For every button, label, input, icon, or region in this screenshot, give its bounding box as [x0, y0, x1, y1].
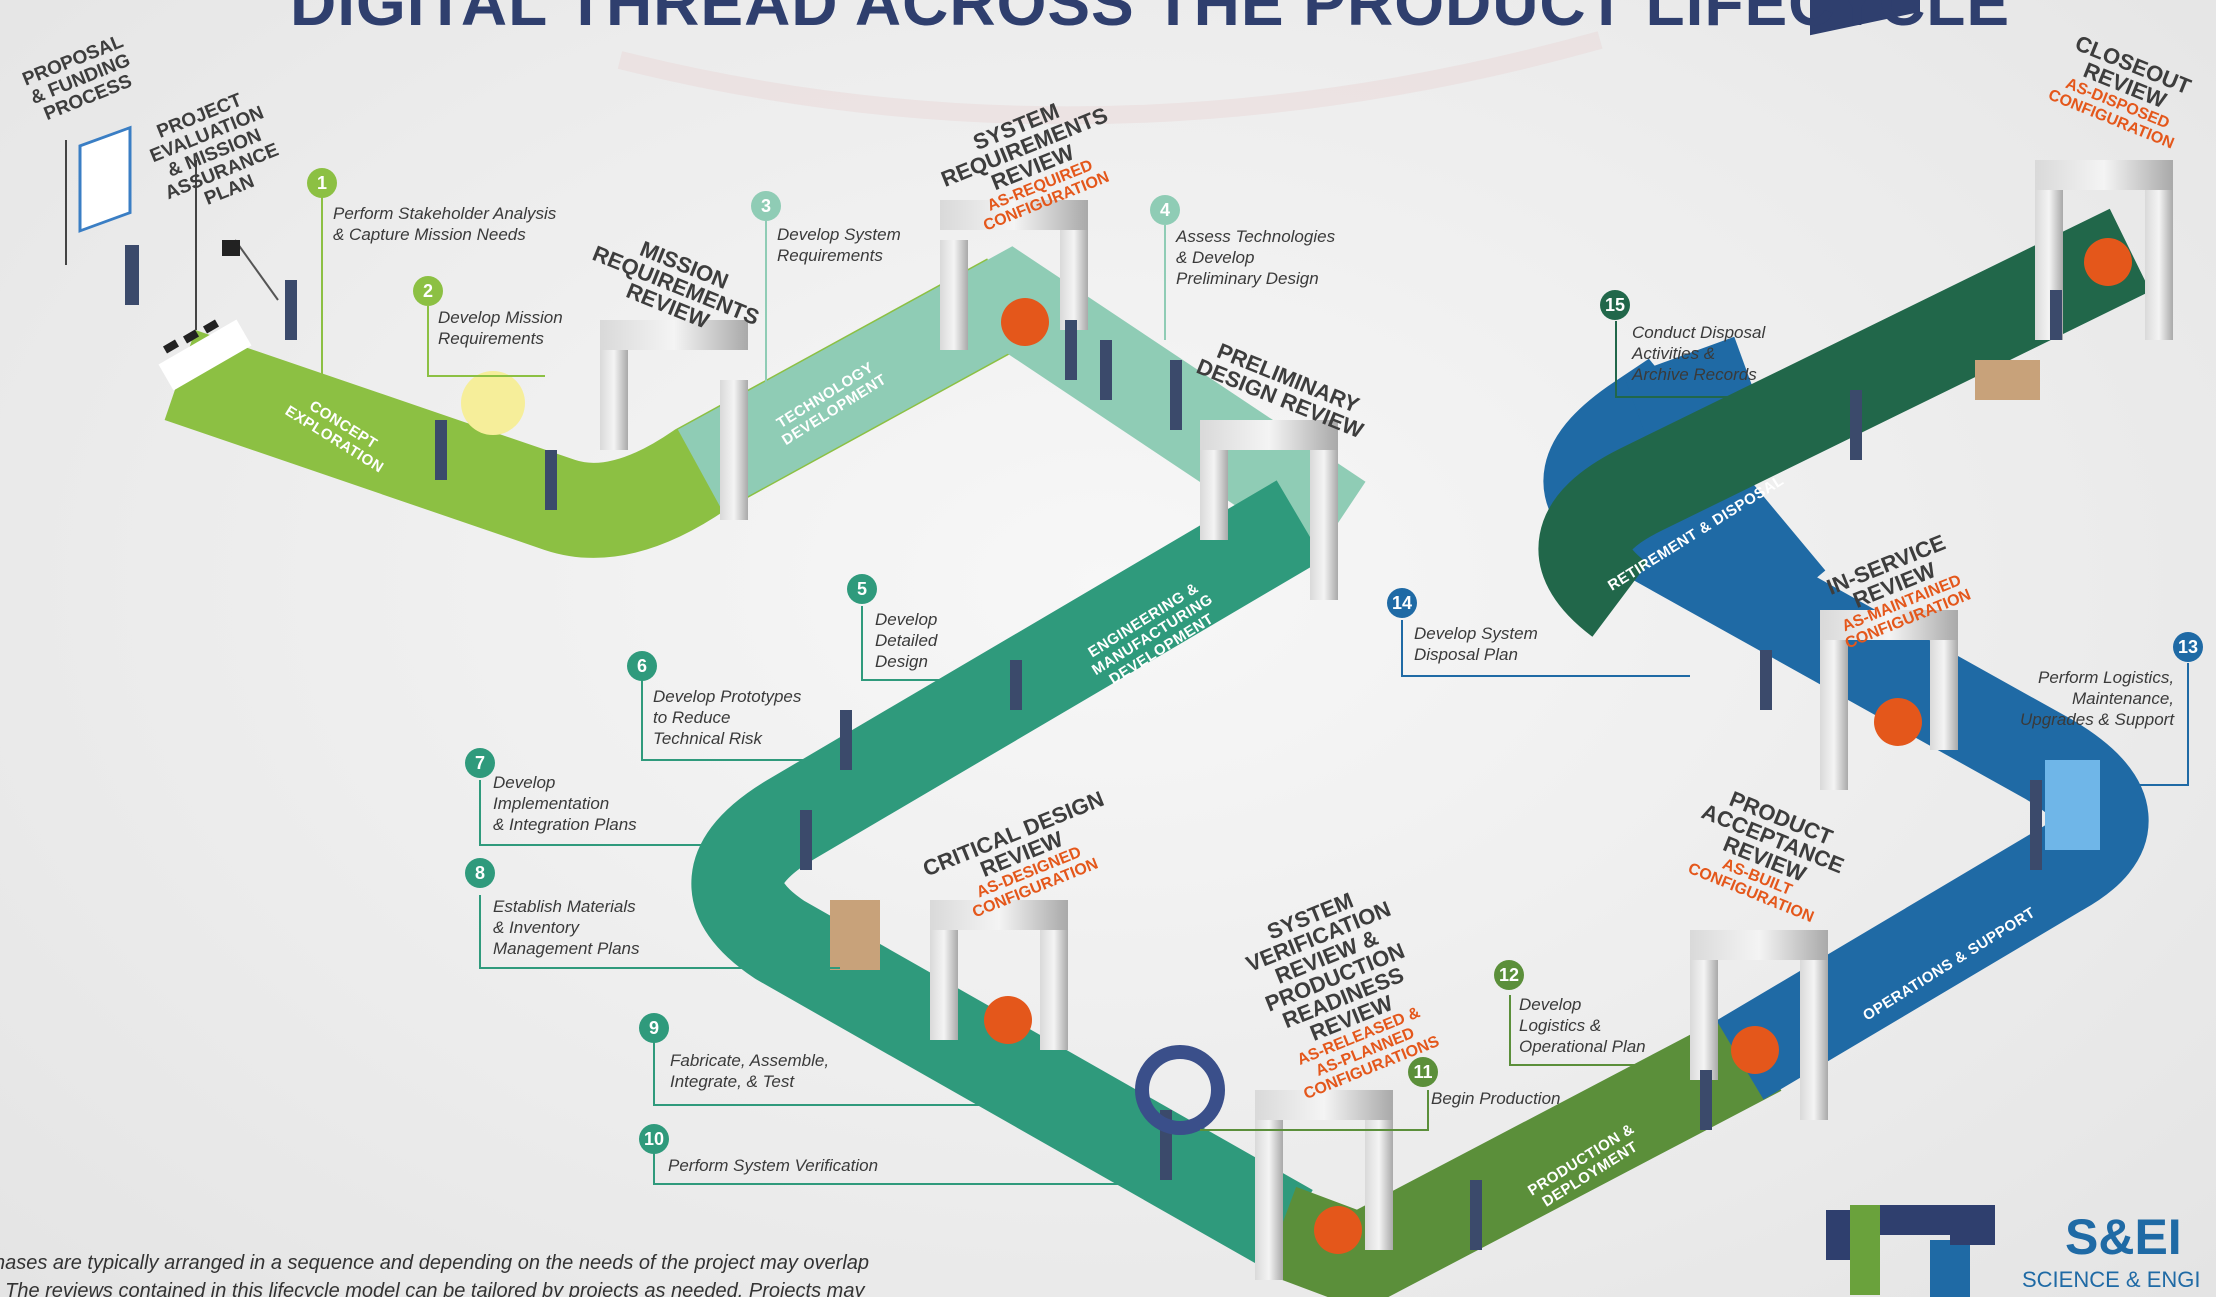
step-number-5: 5 — [847, 574, 877, 604]
step-text-7: Develop Implementation & Integration Pla… — [493, 773, 637, 834]
step-number-2: 2 — [413, 276, 443, 306]
step-text-15: Conduct Disposal Activities & Archive Re… — [1632, 323, 1766, 384]
step-number-13: 13 — [2173, 632, 2203, 662]
sem-logo-mark — [1826, 1205, 1995, 1297]
test-chamber-icon — [1135, 1045, 1225, 1135]
step-text-1: Perform Stakeholder Analysis & Capture M… — [333, 204, 557, 244]
step-number-1: 1 — [307, 168, 337, 198]
retirement-disposal-track — [1538, 208, 2151, 637]
step-number-12: 12 — [1494, 960, 1524, 990]
concept-exploration-track — [164, 258, 1033, 558]
step-number-7: 7 — [465, 748, 495, 778]
clipboard-icon — [65, 125, 197, 330]
step-text-11: Begin Production — [1431, 1089, 1561, 1108]
step-text-4: Assess Technologies & Develop Preliminar… — [1176, 227, 1336, 288]
footnote-line-1: hases are typically arranged in a sequen… — [0, 1252, 870, 1274]
step-text-6: Develop Prototypes to Reduce Technical R… — [653, 687, 802, 748]
lightbulb-icon — [461, 371, 525, 435]
boxes-icon — [1975, 360, 2040, 400]
step-text-8: Establish Materials & Inventory Manageme… — [493, 897, 640, 958]
callout-lines — [321, 196, 2189, 1185]
step-number-10: 10 — [639, 1124, 669, 1154]
production-deployment-track — [1263, 1009, 1782, 1297]
display-screen-icon — [2045, 760, 2100, 850]
step-number-14: 14 — [1387, 588, 1417, 618]
start-flag-icon — [158, 239, 279, 391]
logo-abbrev: S&EI — [2065, 1209, 2182, 1265]
step-text-3: Develop System Requirements — [777, 225, 901, 265]
engineering-manufacturing-track — [691, 480, 1324, 1270]
review-gate-icon — [600, 160, 2173, 1280]
footnote-line-2: . The reviews contained in this lifecycl… — [0, 1280, 865, 1297]
step-text-14: Develop System Disposal Plan — [1414, 624, 1538, 664]
step-number-4: 4 — [1150, 195, 1180, 225]
step-number-6: 6 — [627, 651, 657, 681]
step-text-10: Perform System Verification — [668, 1156, 879, 1175]
step-text-9: Fabricate, Assemble, Integrate, & Test — [670, 1051, 830, 1091]
step-number-8: 8 — [465, 858, 495, 888]
step-number-15: 15 — [1600, 290, 1630, 320]
shelf-boxes-icon — [830, 900, 880, 970]
gear-lock-icon — [984, 238, 2132, 1254]
step-text-13: Perform Logistics, Maintenance, Upgrades… — [2020, 668, 2175, 729]
step-number-3: 3 — [751, 191, 781, 221]
people-icon — [125, 245, 2062, 1250]
step-text-5: Develop Detailed Design — [875, 610, 938, 671]
step-text-12: Develop Logistics & Operational Plan — [1519, 995, 1646, 1056]
step-number-9: 9 — [639, 1013, 669, 1043]
step-text-2: Develop Mission Requirements — [438, 308, 563, 348]
step-number-11: 11 — [1408, 1057, 1438, 1087]
logo-name: SCIENCE & ENGI — [2022, 1267, 2201, 1292]
page-title: DIGITAL THREAD ACROSS THE PRODUCT LIFECY… — [290, 0, 2011, 39]
